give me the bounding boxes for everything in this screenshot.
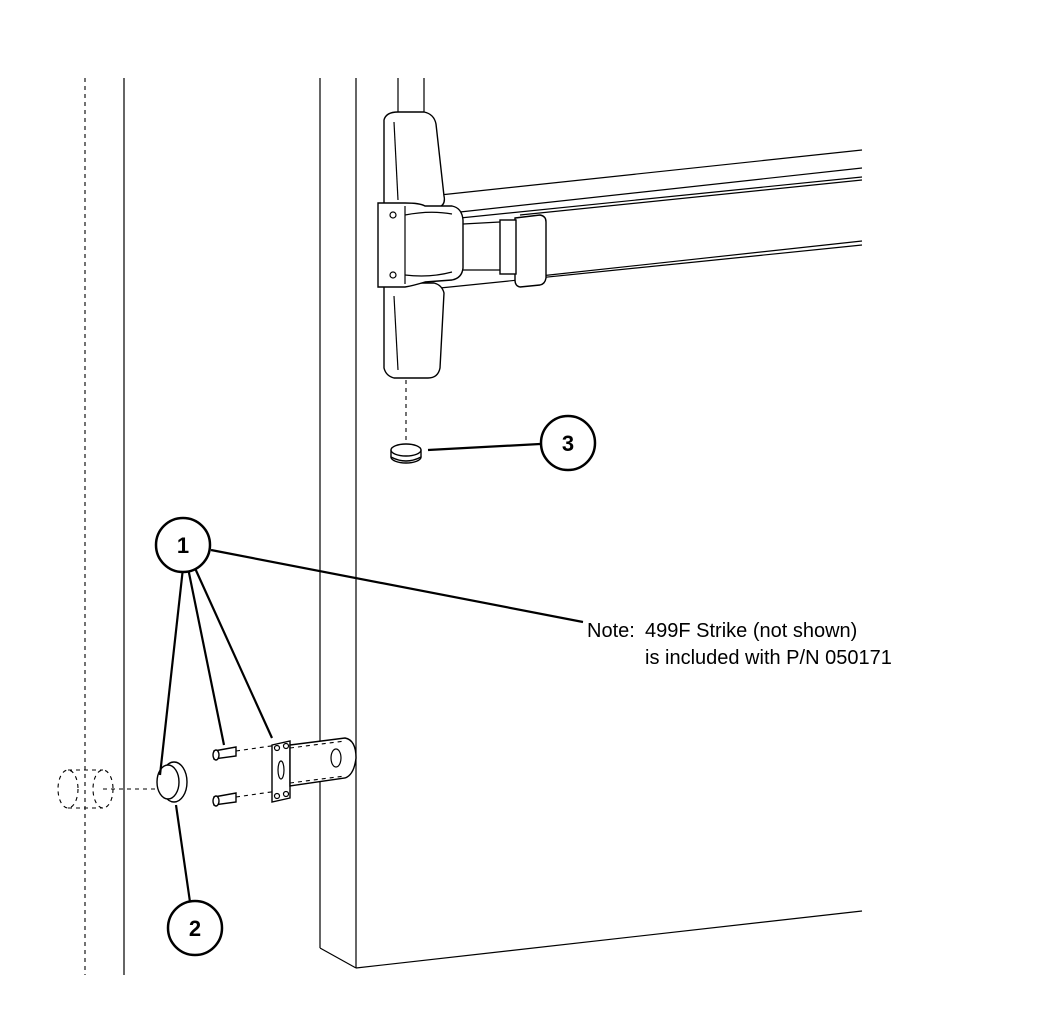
note-line-2: is included with P/N 050171 [645, 647, 892, 669]
callout-1: 1 [154, 516, 212, 574]
cap-part [390, 380, 422, 464]
callout-3-label: 3 [562, 431, 574, 456]
exit-device [377, 78, 863, 379]
leader-lines [158, 442, 584, 903]
note-prefix: Note: [587, 620, 635, 642]
door-frame [84, 78, 125, 975]
note-line-1: 499F Strike (not shown) [645, 620, 857, 642]
screws [212, 744, 279, 807]
callout-2: 2 [166, 899, 224, 957]
callout-1-label: 1 [177, 533, 189, 558]
note: Note: 499F Strike (not shown) is include… [587, 620, 892, 669]
callout-2-label: 2 [189, 916, 201, 941]
callout-3: 3 [539, 414, 597, 472]
door-slab [319, 78, 863, 969]
strike-hardware [57, 737, 357, 809]
